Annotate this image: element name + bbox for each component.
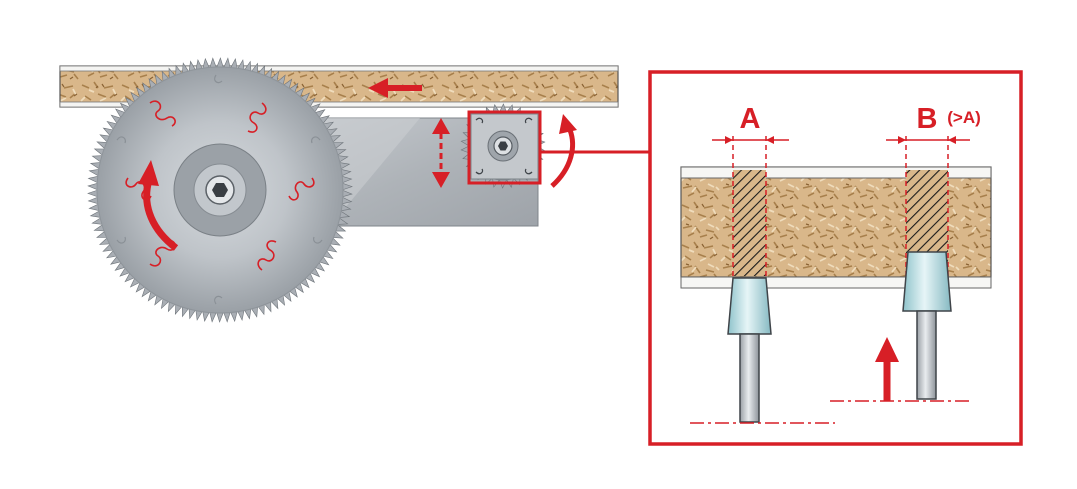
- machine-view: [59, 57, 650, 323]
- scoring-saw-blade: [460, 103, 546, 189]
- curved-arrow-icon: [138, 160, 179, 251]
- cut-channel-a: [732, 136, 767, 278]
- label-b: B: [917, 103, 938, 135]
- scoring-cutter-a: [690, 277, 835, 424]
- label-a: A: [740, 103, 761, 135]
- detail-highlight-box: [467, 110, 542, 185]
- label-b-note: (>A): [947, 108, 981, 127]
- scoring-cutter-b: [830, 251, 973, 402]
- dimension-b: B (>A): [886, 103, 981, 144]
- main-saw-blade: [87, 57, 353, 323]
- double-arrow-vertical-icon: [432, 118, 450, 188]
- arrow-up-icon: [875, 337, 899, 401]
- dimension-a: A: [712, 103, 789, 144]
- arrow-left-icon: [368, 78, 422, 98]
- blade-slot-ends: [116, 74, 323, 305]
- curved-arrow-icon: [550, 114, 577, 188]
- detail-panel: A B (>A): [648, 70, 1023, 446]
